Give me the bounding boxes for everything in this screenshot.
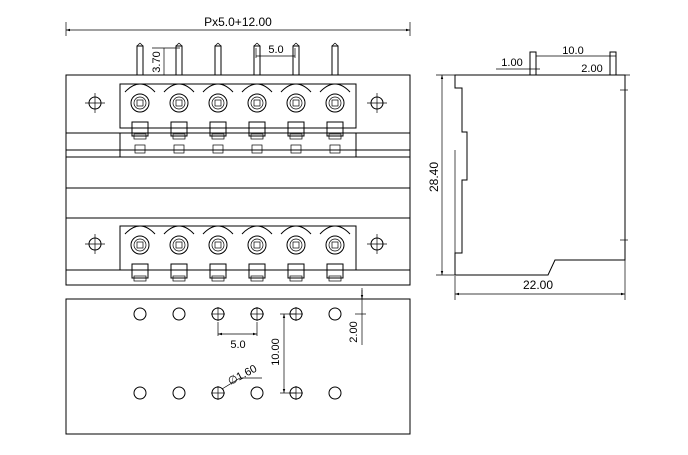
side-view: 10.0 1.00 2.00 28.40 22.00	[427, 45, 630, 300]
terminal-screw	[163, 83, 195, 140]
latch-tab	[173, 144, 185, 154]
pcb-edge-offset-label: 2.00	[348, 321, 360, 342]
pcb-hole	[172, 386, 186, 400]
pcb-hole	[133, 386, 147, 400]
pcb-row-spacing-dimension: 10.00	[270, 313, 296, 394]
latch-tab	[134, 144, 146, 154]
terminal-screw	[202, 83, 234, 140]
side-pin-spacing-label: 10.0	[562, 45, 583, 57]
side-depth-dimension: 22.00	[454, 260, 626, 300]
bottom-plug-row	[119, 225, 357, 282]
front-view: Px5.0+12.00 3.70 5.0	[65, 15, 411, 286]
latch-tab	[251, 144, 263, 154]
terminal-screw	[280, 225, 312, 282]
side-height-dimension: 28.40	[427, 74, 458, 276]
pcb-outline	[65, 298, 411, 435]
pcb-hole	[328, 386, 342, 400]
pin-length-label: 3.70	[151, 51, 163, 72]
terminal-screw	[280, 83, 312, 140]
front-body-outline	[65, 74, 411, 286]
pcb-row-spacing-label: 10.00	[270, 338, 282, 366]
pcb-hole	[172, 307, 186, 321]
pcb-pitch-label: 5.0	[230, 339, 245, 351]
pcb-edge-offset-dimension: 2.00	[348, 288, 366, 345]
top-plug-row	[119, 83, 357, 140]
side-pin-width-dimension: 1.00	[496, 57, 540, 70]
mount-hole-top-left	[85, 93, 105, 113]
pcb-layout-view: 5.0 10.00 ∅1.60 2.00	[65, 288, 411, 435]
front-pin	[253, 42, 261, 76]
pcb-pitch-dimension: 5.0	[217, 322, 258, 351]
front-pin	[331, 42, 339, 76]
terminal-screw	[202, 225, 234, 282]
terminal-screw	[319, 225, 351, 282]
latch-tab	[329, 144, 341, 154]
terminal-screw	[124, 83, 156, 140]
terminal-screw	[319, 83, 351, 140]
mount-hole-top-right	[367, 93, 387, 113]
side-pin-width-label: 1.00	[501, 57, 522, 69]
side-height-label: 28.40	[427, 162, 441, 192]
pcb-hole-diameter-callout: ∅1.60	[221, 363, 262, 390]
latch-tab	[212, 144, 224, 154]
side-body-outline	[454, 74, 626, 276]
latch-tab	[290, 144, 302, 154]
side-depth-label: 22.00	[523, 278, 553, 292]
terminal-screw	[241, 83, 273, 140]
front-pin	[292, 42, 300, 76]
terminal-screw	[241, 225, 273, 282]
terminal-screw	[124, 225, 156, 282]
front-pitch-dimension: 5.0	[255, 44, 296, 58]
mount-hole-bottom-left	[85, 234, 105, 254]
side-pin-spacing-dimension: 10.0	[536, 45, 616, 57]
overall-width-dimension: Px5.0+12.00	[65, 15, 411, 36]
terminal-screw	[163, 225, 195, 282]
pcb-hole	[133, 307, 147, 321]
front-pin	[175, 42, 183, 76]
pcb-hole-diameter-label: ∅1.60	[226, 363, 259, 388]
front-pin	[214, 42, 222, 76]
side-pin-offset-dimension: 2.00	[578, 63, 630, 76]
front-pin	[136, 42, 144, 76]
mount-hole-bottom-right	[367, 234, 387, 254]
side-pin-offset-label: 2.00	[581, 63, 602, 75]
overall-width-label: Px5.0+12.00	[204, 15, 272, 29]
pin-length-dimension: 3.70	[151, 47, 180, 75]
pcb-hole	[250, 386, 264, 400]
pcb-hole	[328, 307, 342, 321]
front-pitch-label: 5.0	[268, 44, 283, 56]
